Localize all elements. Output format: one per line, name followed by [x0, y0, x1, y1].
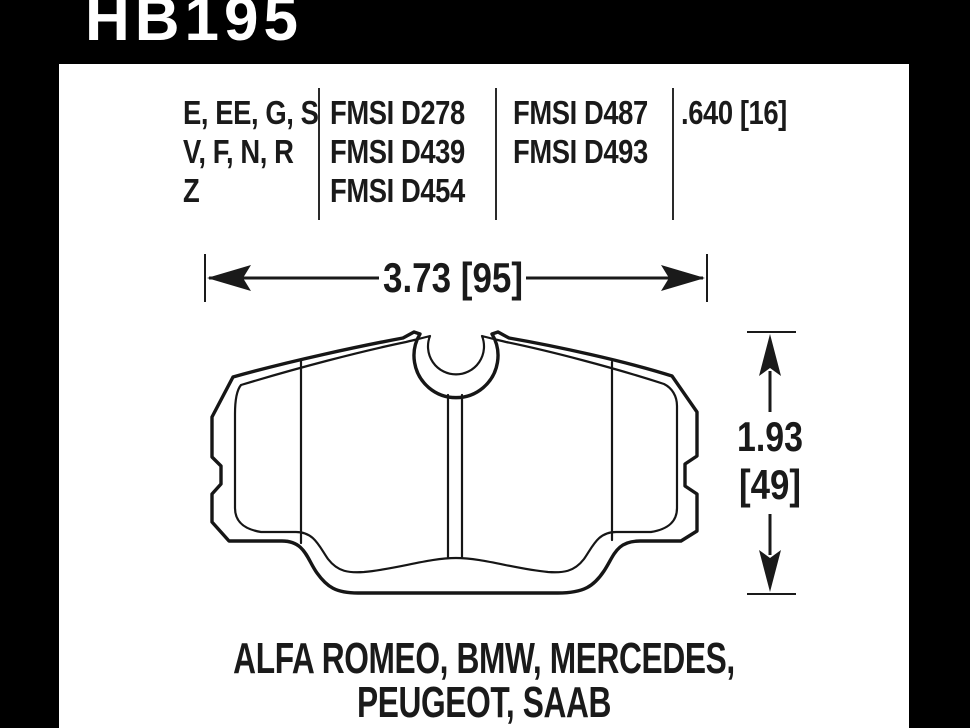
fmsi-column-1: FMSI D278 FMSI D439 FMSI D454 — [330, 93, 465, 210]
applications: ALFA ROMEO, BMW, MERCEDES, PEUGEOT, SAAB — [59, 637, 909, 725]
fmsi-number: FMSI D493 — [513, 133, 648, 170]
height-dimension-label-mm: [49] — [739, 461, 801, 508]
pad-outer-contour — [210, 330, 699, 595]
fmsi-number: FMSI D278 — [330, 94, 465, 131]
height-arrowhead-up — [759, 334, 781, 376]
width-dimension: 3.73 [95] — [204, 254, 708, 302]
pad-inner-contour — [233, 334, 679, 574]
height-dimension: 1.93 [49] — [737, 331, 803, 595]
applications-line-2: PEUGEOT, SAAB — [356, 678, 612, 727]
compound-row: V, F, N, R — [183, 133, 294, 170]
spec-divider-1 — [318, 88, 320, 220]
height-arrowhead-down — [759, 550, 781, 592]
pad-outline-group — [210, 330, 699, 595]
part-number: HB195 — [85, 0, 303, 54]
height-dimension-label-inches: 1.93 — [737, 413, 803, 460]
spec-divider-2 — [495, 88, 497, 220]
spec-divider-3 — [672, 88, 674, 220]
content-panel — [59, 64, 909, 728]
compound-codes: E, EE, G, S V, F, N, R Z — [183, 93, 319, 210]
pad-thickness-value: .640 [16] — [681, 94, 787, 131]
fmsi-number: FMSI D487 — [513, 94, 648, 131]
width-dimension-label: 3.73 [95] — [383, 254, 523, 301]
fmsi-number: FMSI D454 — [330, 172, 465, 209]
spec-table: E, EE, G, S V, F, N, R Z FMSI D278 FMSI … — [177, 88, 802, 222]
applications-line-1: ALFA ROMEO, BMW, MERCEDES, — [233, 634, 735, 683]
pad-thickness: .640 [16] — [681, 93, 787, 132]
width-arrowhead-right — [661, 265, 705, 291]
compound-row: E, EE, G, S — [183, 94, 319, 131]
width-arrowhead-left — [207, 265, 251, 291]
fmsi-number: FMSI D439 — [330, 133, 465, 170]
compound-row: Z — [183, 172, 200, 209]
fmsi-column-2: FMSI D487 FMSI D493 — [513, 93, 648, 171]
